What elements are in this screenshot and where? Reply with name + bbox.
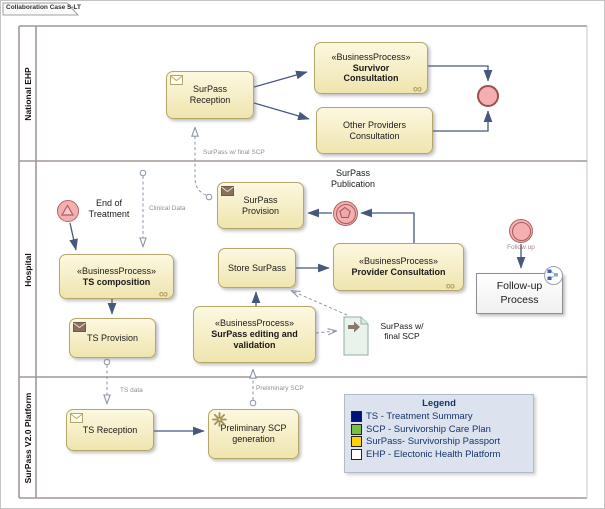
- diagram-title: Collaboration Case S-LT: [6, 4, 81, 11]
- task-label: SurPass: [243, 194, 278, 205]
- task-label: Consultation: [343, 73, 399, 84]
- legend-item: EHP - Electonic Health Platform: [351, 448, 527, 460]
- legend-title: Legend: [422, 398, 456, 409]
- message-send-icon: [73, 322, 87, 336]
- task-preliminary-scp-generation[interactable]: Preliminary SCP generation: [208, 409, 299, 459]
- lane-label-surpass-platform[interactable]: SurPass V2.0 Platform: [23, 392, 33, 484]
- task-label: Reception: [189, 95, 231, 105]
- task-survivor-consultation[interactable]: «BusinessProcess» Survivor Consultation …: [314, 42, 428, 96]
- legend-color-chip-surpass: [351, 436, 362, 447]
- stereotype-label: «BusinessProcess»: [214, 318, 295, 329]
- task-label: TS Provision: [86, 332, 139, 343]
- task-label: SurPass: [192, 84, 227, 95]
- event-label-follow-up: Follow up: [507, 244, 535, 251]
- task-label: Provider Consultation: [351, 267, 446, 277]
- data-object-icon: [343, 316, 369, 356]
- task-ts-reception[interactable]: TS Reception: [66, 409, 154, 451]
- gear-icon: [211, 411, 228, 431]
- task-label: SurPass editing and: [211, 329, 298, 340]
- loop-marker-icon: ∞: [158, 286, 168, 301]
- task-surpass-editing-validation[interactable]: «BusinessProcess» SurPass editing and va…: [193, 306, 316, 363]
- task-label: Follow-up: [496, 280, 543, 293]
- message-receive-icon: [70, 413, 84, 427]
- legend-item-label: EHP - Electonic Health Platform: [366, 448, 501, 460]
- task-label: TS composition: [82, 276, 151, 287]
- message-receive-icon: [170, 75, 184, 89]
- event-label-surpass-publication: SurPass Publication: [330, 168, 376, 189]
- flow-label-clinical-data: Clinical Data: [149, 205, 186, 212]
- task-surpass-provision[interactable]: SurPass Provision: [217, 182, 304, 229]
- task-label: validation: [233, 339, 276, 350]
- legend: Legend TS - Treatment Summary SCP - Surv…: [344, 394, 534, 473]
- data-object-label: SurPass w/ final SCP: [380, 321, 424, 342]
- loop-marker-icon: ∞: [412, 81, 422, 96]
- event-inner-ring: [511, 221, 531, 241]
- task-label: generation: [232, 434, 275, 444]
- legend-color-chip-ts: [351, 411, 362, 422]
- task-label: Consultation: [349, 130, 400, 141]
- task-label: Other Providers: [342, 119, 407, 130]
- legend-item: TS - Treatment Summary: [351, 411, 527, 422]
- signal-triangle-icon: [60, 204, 75, 216]
- flow-label-ts-data: TS data: [120, 387, 143, 394]
- task-store-surpass[interactable]: Store SurPass: [218, 248, 296, 288]
- task-ts-provision[interactable]: TS Provision: [69, 318, 156, 358]
- legend-color-chip-ehp: [351, 448, 362, 460]
- end-event[interactable]: [477, 85, 499, 107]
- task-other-providers-consultation[interactable]: Other Providers Consultation: [316, 107, 433, 154]
- legend-item: SurPass- Survivorship Passport: [351, 436, 527, 447]
- legend-item-label: TS - Treatment Summary: [366, 411, 473, 422]
- task-label: Survivor: [352, 62, 390, 73]
- stereotype-label: «BusinessProcess»: [331, 51, 411, 62]
- event-inner-ring: [335, 203, 356, 224]
- subprocess-badge-icon: [544, 266, 563, 285]
- task-label: Process: [500, 293, 539, 306]
- legend-color-chip-scp: [351, 423, 362, 435]
- task-surpass-reception[interactable]: SurPass Reception: [166, 71, 254, 119]
- task-provider-consultation[interactable]: «BusinessProcess» Provider Consultation …: [333, 243, 464, 293]
- flow-label-surpass-final-scp: SurPass w/ final SCP: [203, 149, 265, 156]
- legend-item-label: SurPass- Survivorship Passport: [366, 436, 501, 447]
- lane-label-national-ehp[interactable]: National EHP: [23, 67, 33, 121]
- stereotype-label: «BusinessProcess»: [76, 265, 157, 276]
- message-send-icon: [221, 186, 235, 200]
- intermediate-event-follow-up[interactable]: [509, 219, 533, 243]
- intermediate-event-surpass-publication[interactable]: [333, 201, 358, 226]
- legend-item: SCP - Survivorship Care Plan: [351, 423, 527, 435]
- lane-label-hospital[interactable]: Hospital: [23, 253, 33, 287]
- legend-item-label: SCP - Survivorship Care Plan: [366, 423, 491, 435]
- start-event-end-of-treatment[interactable]: [57, 200, 79, 222]
- task-ts-composition[interactable]: «BusinessProcess» TS composition ∞: [59, 254, 174, 301]
- event-label-end-of-treatment: End of Treatment: [88, 198, 130, 219]
- task-label: TS Reception: [82, 424, 138, 435]
- task-label: Provision: [241, 205, 279, 216]
- flow-label-preliminary-scp: Preliminary SCP: [256, 385, 304, 392]
- task-label: Preliminary SCP: [220, 423, 287, 434]
- loop-marker-icon: ∞: [445, 278, 455, 293]
- task-label: Store SurPass: [227, 262, 287, 273]
- pentagon-icon: [339, 206, 351, 219]
- stereotype-label: «BusinessProcess»: [358, 256, 439, 267]
